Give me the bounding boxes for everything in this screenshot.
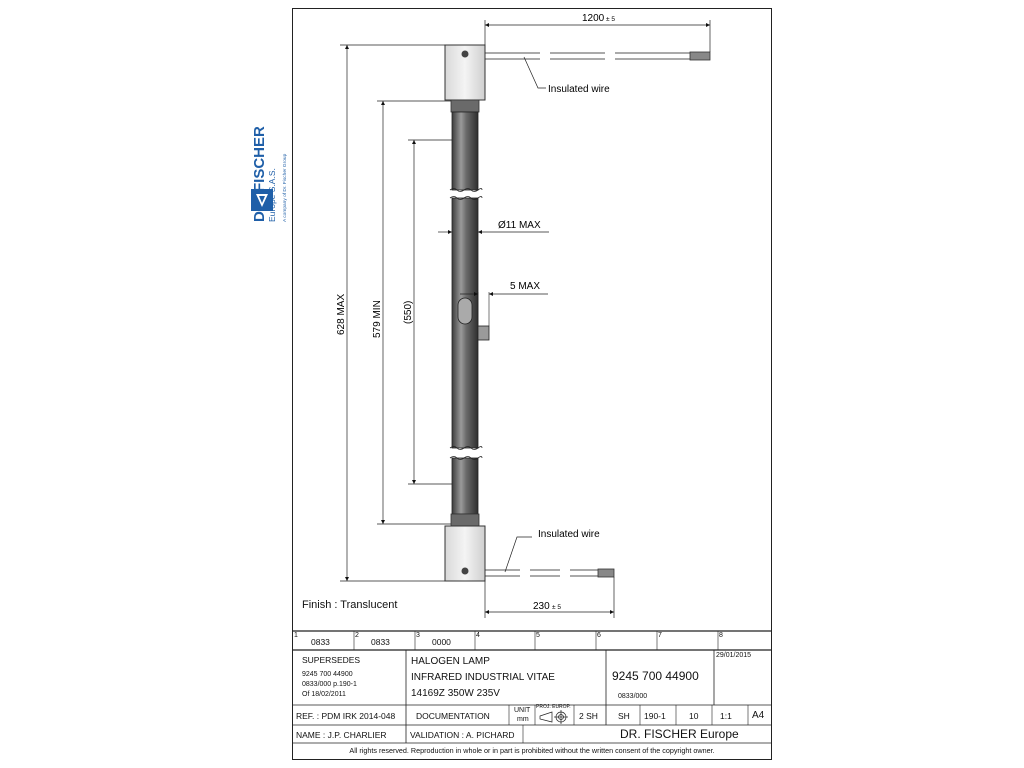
documentation-label: DOCUMENTATION xyxy=(416,711,490,721)
drawing-sheet xyxy=(292,8,772,760)
grid-number: 6 xyxy=(597,632,601,639)
sh-label: SH xyxy=(618,711,630,721)
finish-note: Finish : Translucent xyxy=(302,599,398,611)
grid-code: 0833 xyxy=(311,637,330,647)
title-line: INFRARED INDUSTRIAL VITAE xyxy=(411,672,555,683)
sh-value: 190-1 xyxy=(644,711,666,721)
dim-bottom-wire: 230 xyxy=(533,601,550,612)
supersedes-line: Of 18/02/2011 xyxy=(302,691,346,698)
dim-overall: 628 MAX xyxy=(336,294,347,335)
part-sub: 0833/000 xyxy=(618,693,648,700)
supersedes-line: 0833/000 p.190-1 xyxy=(302,681,357,688)
reference: REF. : PDM IRK 2014-048 xyxy=(296,711,396,721)
part-number: 9245 700 44900 xyxy=(612,669,699,683)
paper-format: A4 xyxy=(752,710,765,721)
title-line: 14169Z 350W 235V xyxy=(411,688,500,699)
dim-pin: 5 MAX xyxy=(510,281,540,292)
label-insulated-wire-top: Insulated wire xyxy=(548,84,610,95)
dim-min: 579 MIN xyxy=(372,300,383,338)
dim-wire-length: 1200 xyxy=(582,13,605,24)
grid-number: 7 xyxy=(658,632,662,639)
dim-heated: (550) xyxy=(403,301,414,324)
drawing-date: 29/01/2015 xyxy=(716,652,752,659)
logo-tagline-text: A company of Dr. Fischer Group xyxy=(282,153,288,222)
unit-label: UNIT xyxy=(514,707,531,714)
grid-number: 2 xyxy=(355,632,359,639)
top-end-cap xyxy=(444,44,486,113)
validation: VALIDATION : A. PICHARD xyxy=(410,730,515,740)
supersedes-line: 9245 700 44900 xyxy=(302,671,353,678)
sheets-count: 2 SH xyxy=(579,711,598,721)
author-name: NAME : J.P. CHARLIER xyxy=(296,730,387,740)
top-wire xyxy=(485,51,711,61)
grid-code: 0833 xyxy=(371,637,390,647)
company-name: DR. FISCHER Europe xyxy=(620,727,739,741)
grid-number: 3 xyxy=(416,632,420,639)
scale: 1:1 xyxy=(720,711,732,721)
lamp-tube xyxy=(449,111,490,515)
title-block-grid xyxy=(293,630,771,744)
grid-code: 0000 xyxy=(432,637,451,647)
grid-number: 8 xyxy=(719,632,723,639)
projection-label: PROJ. EUROP. xyxy=(536,704,571,710)
supersedes-label: SUPERSEDES xyxy=(302,655,361,665)
title-line: HALOGEN LAMP xyxy=(411,656,490,667)
unit-value: mm xyxy=(517,716,529,723)
label-insulated-wire-bottom: Insulated wire xyxy=(538,529,600,540)
dim-wire-tol: ± 5 xyxy=(606,16,615,23)
grid-number: 5 xyxy=(536,632,540,639)
projection-symbol-icon xyxy=(539,710,568,724)
dim-bottom-tol: ± 5 xyxy=(552,604,561,611)
bottom-wire xyxy=(485,568,615,578)
logo-mark-icon xyxy=(251,189,273,211)
dim-diameter: Ø11 MAX xyxy=(498,220,541,231)
copyright-footer: All rights reserved. Reproduction in who… xyxy=(349,746,715,755)
grid-number: 1 xyxy=(294,632,298,639)
bottom-end-cap xyxy=(444,513,486,582)
grid-number: 4 xyxy=(476,632,480,639)
revision: 10 xyxy=(689,711,699,721)
